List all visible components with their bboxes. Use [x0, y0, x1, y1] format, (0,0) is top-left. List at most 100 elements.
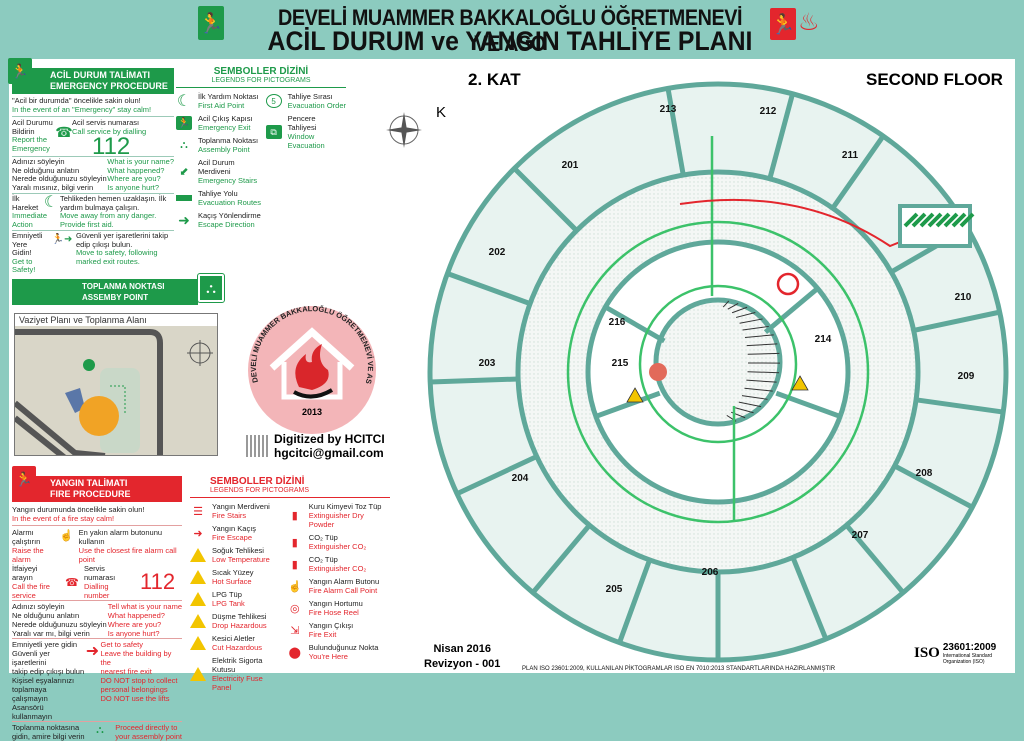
evacuation-order-icon: 5: [266, 94, 282, 108]
emergency-exit-icon: 🏃: [198, 6, 224, 40]
fire-number: 112: [140, 571, 175, 593]
report-label: Acil Durumu Bildirin: [12, 119, 56, 136]
alarm-button-icon: ☝: [287, 579, 303, 593]
safety-label-en: Get to Safety!: [12, 258, 48, 275]
warning-icon: [190, 614, 206, 628]
fire-exit-icon: 🏃: [12, 466, 36, 492]
fire-escape-arrow-icon: ➜: [190, 526, 206, 540]
room-label-211: 211: [842, 150, 859, 161]
arrow-right-icon: ➜: [85, 644, 101, 658]
escape-direction-icon: ➜: [176, 213, 192, 227]
q-tr: Yaralı mısınız, bilgi verin: [12, 184, 107, 193]
legend-green: SEMBOLLER DİZİNİ LEGENDS FOR PICTOGRAMS …: [176, 66, 346, 233]
extinguisher-icon: ▮: [287, 535, 303, 549]
room-label-204: 204: [512, 473, 529, 484]
you-are-here-icon: ⬤: [287, 645, 303, 659]
calm-text-en: In the event of an "Emergency" stay calm…: [12, 106, 174, 115]
room-label-215: 215: [612, 358, 629, 369]
phone-icon: ☎: [56, 125, 72, 139]
extinguisher-icon: ▮: [287, 557, 303, 571]
warning-icon: [190, 570, 206, 584]
site-plan-map: Vaziyet Planı ve Toplanma Alanı: [14, 313, 218, 456]
safety-label: Emniyetli Yere Gidin!: [12, 232, 48, 258]
room-label-213: 213: [660, 104, 677, 115]
room-label-216: 216: [609, 317, 626, 328]
legend-title: SEMBOLLER DİZİNİ: [176, 66, 346, 77]
room-label-202: 202: [489, 247, 506, 258]
site-plan-title: Vaziyet Planı ve Toplanma Alanı: [15, 314, 217, 326]
room-label-207: 207: [852, 530, 869, 541]
action-label: İlk Hareket: [12, 195, 42, 212]
no-elevator-icon: [778, 274, 798, 294]
first-aid-icon: ☾: [45, 195, 57, 209]
assembly-point-icon: ⛬: [198, 274, 224, 302]
warning-icon: [190, 592, 206, 606]
compass-icon: [187, 340, 213, 366]
action-label-en: Immediate Action: [12, 212, 42, 229]
svg-text:2013: 2013: [302, 407, 322, 417]
stair-core: [656, 300, 780, 424]
fire-exit-icon: ⇲: [287, 623, 303, 637]
warning-icon: [190, 636, 206, 650]
action-desc: Tehlikeden hemen uzaklaşın. İlk yardım b…: [60, 195, 174, 212]
iso-logo: ISO: [914, 645, 940, 662]
room-label-210: 210: [955, 292, 972, 303]
action-desc-en: Move away from any danger. Provide first…: [60, 212, 174, 229]
emergency-stairs-icon: ⬋: [176, 165, 192, 179]
flame-icon: ♨: [798, 8, 820, 37]
running-arrow-icon: 🏃➜: [51, 232, 73, 246]
credit-email: hgcitci@gmail.com: [274, 446, 385, 460]
warning-icon: [190, 548, 206, 562]
site-plan-drawing: [15, 328, 218, 456]
fire-exit-icon: 🏃: [770, 8, 796, 40]
warning-icon: [190, 667, 206, 681]
legend-subtitle: LEGENDS FOR PICTOGRAMS: [176, 77, 346, 84]
assembly-point-icon: ⛬: [176, 138, 192, 152]
fire-stairs-icon: ☰: [190, 504, 206, 518]
standards-note: PLAN ISO 23601:2009, KULLANILAN PİKTOGRA…: [522, 666, 835, 672]
room-label-201: 201: [562, 160, 579, 171]
emergency-number: 112: [92, 136, 146, 158]
header: 🏃 DEVELİ MUAMMER BAKKALOĞLU ÖĞRETMENEVİ …: [0, 0, 1024, 54]
first-aid-icon: ☾: [176, 94, 192, 108]
room-label-209: 209: [958, 371, 975, 382]
organization-logo: 2013 DEVELİ MUAMMER BAKKALOĞLU ÖĞRETMENE…: [244, 302, 380, 438]
fire-calm-en: In the event of a fire stay calm!: [12, 514, 182, 523]
you-are-here-icon: [649, 363, 667, 381]
alarm-button-icon: ☝: [59, 528, 75, 542]
emergency-exit-icon: 🏃: [176, 116, 192, 130]
extinguisher-icon: ▮: [287, 509, 303, 523]
evacuation-route-icon: [176, 191, 192, 205]
barcode-icon: [246, 435, 268, 457]
room-label-212: 212: [760, 106, 777, 117]
assembly-marker-icon: [83, 359, 95, 371]
safety-desc: Güvenli yer işaretlerini takip edip çıkı…: [76, 232, 174, 249]
fire-hose-icon: ◎: [287, 601, 303, 615]
assembly-point-icon: ⛬: [92, 723, 108, 737]
phone-icon: ☎: [64, 575, 80, 589]
report-label-en: Report the Emergency: [12, 136, 56, 153]
header-title-line2: ACİL DURUM ve YANGIN TAHLİYE PLANI: [262, 26, 759, 57]
